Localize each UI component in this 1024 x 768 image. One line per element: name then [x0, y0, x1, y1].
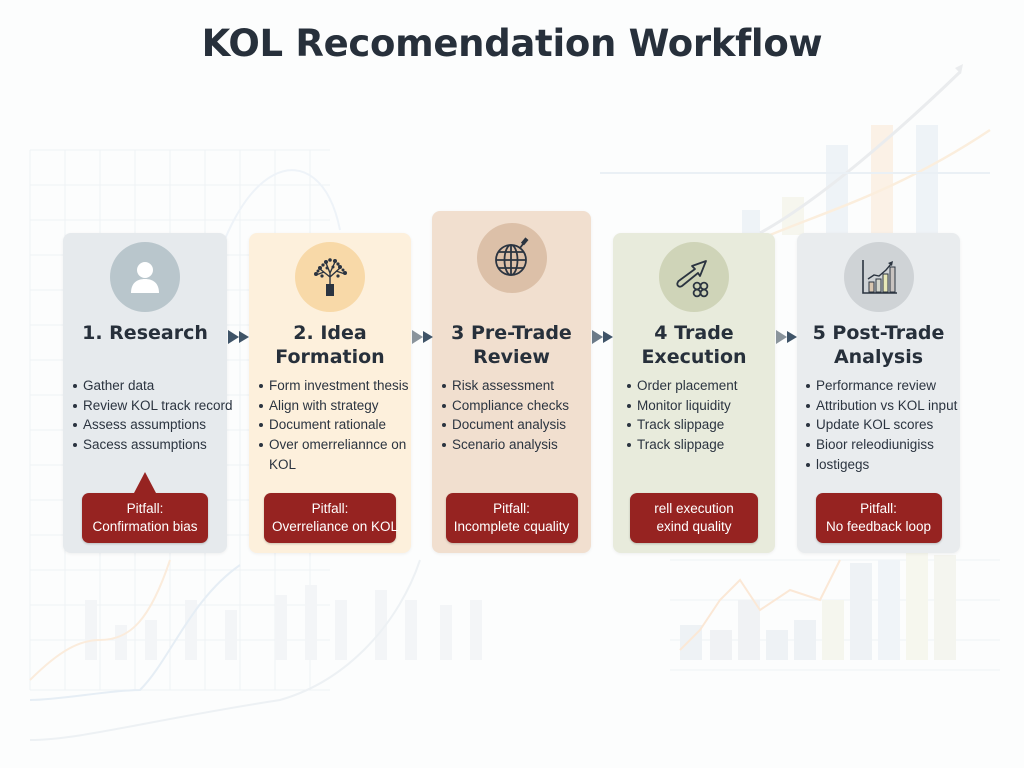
step-title: 1. Research — [82, 322, 208, 344]
bullet-item: Over omerreliannce on — [258, 435, 409, 455]
bullet-item: Scenario analysis — [441, 435, 589, 455]
bullet-item: Bioor releodiunigiss — [805, 435, 958, 455]
pitfall-badge: Pitfall: Confirmation bias — [82, 472, 208, 543]
step-title: 2. Idea Formation — [275, 322, 385, 368]
flow-arrow-icon — [412, 330, 433, 344]
flow-arrow-icon — [228, 330, 249, 344]
step-title: 4 Trade Execution — [641, 322, 747, 368]
bullet-item: Update KOL scores — [805, 415, 958, 435]
user-icon — [110, 242, 180, 312]
bullet-item: Track slippage — [626, 415, 773, 435]
bullet-item: Monitor liquidity — [626, 396, 773, 416]
bullet-item: Document analysis — [441, 415, 589, 435]
bullet-item: Align with strategy — [258, 396, 409, 416]
bullet-item: Document rationale — [258, 415, 409, 435]
step-card-research: 1. Research Gather data Review KOL track… — [63, 233, 233, 553]
step-bullets: Gather data Review KOL track record Asse… — [72, 376, 233, 455]
step-bullets: Form investment thesis Align with strate… — [258, 376, 409, 475]
step-card-pre-trade-review: 3 Pre-Trade Review Risk assessment Compl… — [432, 211, 591, 553]
step-bullets: Performance review Attribution vs KOL in… — [805, 376, 958, 475]
bullet-item: Assess assumptions — [72, 415, 225, 435]
bullet-item: Track slippage — [626, 435, 773, 455]
bullet-item: KOL — [269, 456, 297, 472]
bullet-item: Sacess assumptions — [72, 435, 225, 455]
bullet-item: Review KOL track record — [72, 396, 233, 416]
globe-icon — [476, 223, 547, 293]
page-title: KOL Recomendation Workflow — [201, 22, 823, 65]
trade-arrow-icon — [659, 242, 729, 312]
flow-arrow-icon — [776, 330, 797, 344]
bullet-item: Form investment thesis — [258, 376, 409, 396]
step-card-trade-execution: 4 Trade Execution Order placement Monito… — [613, 233, 775, 553]
bullet-item: Compliance checks — [441, 396, 589, 416]
tree-icon — [295, 242, 365, 312]
bullet-item: Risk assessment — [441, 376, 589, 396]
bullet-item: lostigegs — [805, 455, 958, 475]
pitfall-badge: Pitfall: No feedback loop — [815, 493, 942, 543]
step-title: 5 Post-Trade Analysis — [812, 322, 945, 368]
bar-chart-icon — [843, 242, 914, 312]
step-card-idea-formation: 2. Idea Formation Form investment thesis… — [249, 233, 411, 553]
bullet-item: Performance review — [805, 376, 958, 396]
bullet-item: Order placement — [626, 376, 773, 396]
pitfall-badge: rell execution exind quality — [630, 493, 758, 543]
bullet-item: Gather data — [72, 376, 225, 396]
step-bullets: Order placement Monitor liquidity Track … — [626, 376, 773, 455]
pitfall-badge: Pitfall: Overreliance on KOL — [264, 493, 398, 543]
flow-arrow-icon — [592, 330, 613, 344]
step-title: 3 Pre-Trade Review — [451, 322, 572, 368]
bullet-item: Attribution vs KOL input — [805, 396, 958, 416]
pitfall-badge: Pitfall: Incomplete cquality — [445, 493, 578, 543]
step-card-post-trade-analysis: 5 Post-Trade Analysis Performance review… — [797, 233, 960, 553]
step-bullets: Risk assessment Compliance checks Docume… — [441, 376, 589, 455]
